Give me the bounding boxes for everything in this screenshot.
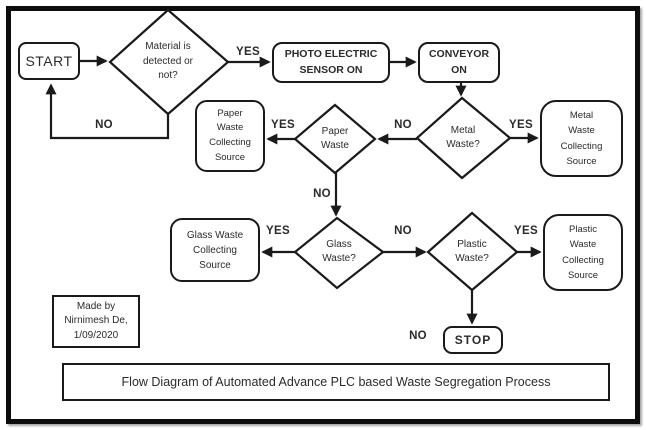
conveyor-on-node: CONVEYOR ON	[418, 42, 500, 83]
plastic-waste-source-node: Plastic Waste Collecting Source	[543, 214, 623, 291]
stop-node: STOP	[443, 326, 503, 354]
decision-glass-label: Glass Waste?	[322, 238, 356, 265]
arrow-material-no-loop-to-start	[45, 83, 170, 140]
decision-glass-shape	[293, 216, 385, 290]
edge-label-paper-yes: YES	[271, 119, 295, 131]
credit-box: Made by Nirnimesh De, 1/09/2020	[52, 295, 140, 348]
photo-electric-sensor-node: PHOTO ELECTRIC SENSOR ON	[272, 42, 390, 83]
decision-material-shape	[108, 8, 230, 116]
decision-plastic-label: Plastic Waste?	[455, 238, 489, 265]
decision-metal-shape	[415, 96, 512, 180]
edge-label-glass-yes: YES	[266, 225, 290, 237]
edge-label-material-no: NO	[95, 119, 113, 131]
metal-waste-source-node: Metal Waste Collecting Source	[540, 100, 623, 177]
decision-paper-label: Paper Waste	[321, 125, 349, 152]
edge-label-plastic-yes: YES	[514, 225, 538, 237]
edge-label-metal-no: NO	[394, 119, 412, 131]
edge-label-paper-no: NO	[313, 188, 331, 200]
decision-material-label: Material is detected or not?	[142, 41, 194, 82]
diagram-title: Flow Diagram of Automated Advance PLC ba…	[62, 363, 610, 401]
edge-label-glass-no: NO	[394, 225, 412, 237]
decision-metal-label: Metal Waste?	[446, 124, 480, 151]
decision-paper-shape	[293, 103, 377, 175]
decision-plastic-shape	[426, 211, 519, 292]
edge-label-plastic-no: NO	[409, 330, 427, 342]
edge-label-metal-yes: YES	[509, 119, 533, 131]
edge-label-material-yes: YES	[236, 46, 260, 58]
glass-waste-source-node: Glass Waste Collecting Source	[170, 218, 260, 282]
start-node: START	[18, 42, 80, 80]
outer-border	[6, 6, 640, 424]
paper-waste-source-node: Paper Waste Collecting Source	[195, 100, 265, 172]
